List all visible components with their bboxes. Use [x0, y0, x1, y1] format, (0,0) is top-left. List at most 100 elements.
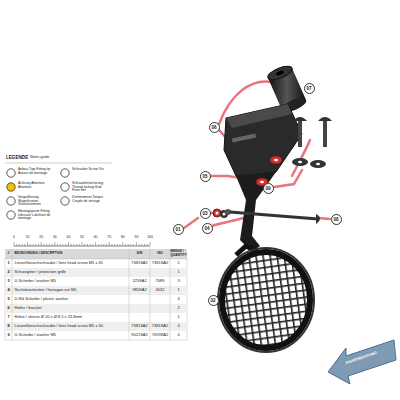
- ruler-tick: [35, 244, 36, 246]
- callout-text: 02: [210, 298, 215, 303]
- ruler-tick: [103, 244, 104, 246]
- table-cell: 2: [7, 270, 9, 274]
- table-cell: 7381SA2: [131, 324, 147, 328]
- callout-number: 02: [208, 295, 219, 306]
- protection-grille: [218, 246, 314, 352]
- table-cell: U-Rd-Scheibe / plastic washer: [15, 297, 69, 301]
- callout-number: 01: [173, 224, 184, 235]
- table-cell: 7: [7, 315, 9, 319]
- ruler-tick: [62, 244, 63, 246]
- callout-text: 04: [204, 226, 209, 231]
- table-cell: 1: [177, 270, 179, 274]
- ruler-tick: [27, 242, 28, 246]
- ruler-tick: [60, 244, 61, 246]
- ruler-tick: [24, 244, 25, 246]
- callout-text: 01: [175, 227, 180, 232]
- ruler-tick: [87, 244, 88, 246]
- table-cell: 2: [177, 306, 179, 310]
- legend-heading: LEGENDE: [6, 155, 28, 160]
- scale-number: 90: [135, 236, 139, 240]
- bracket: [224, 104, 302, 252]
- table-cell: DIN: [137, 252, 143, 256]
- ruler-tick: [41, 242, 42, 246]
- legend-entry: Montagepaste Fitting lubricant Lubrifian…: [18, 210, 56, 221]
- ruler-tick: [79, 244, 80, 246]
- ruler-tick: [57, 244, 58, 246]
- ruler-tick: [49, 244, 50, 246]
- callout-number: 04: [202, 223, 213, 234]
- ruler-tick: [136, 242, 137, 246]
- callout-text: 06: [211, 125, 216, 130]
- table-cell: 1: [177, 288, 179, 292]
- ruler-tick: [122, 242, 123, 246]
- ruler-tick: [33, 244, 34, 246]
- ruler-tick: [144, 244, 145, 246]
- legend-icon: [61, 183, 69, 191]
- table-cell: U-Scheibe / washer M5: [15, 279, 57, 283]
- table-cell: 4032: [156, 288, 165, 292]
- table-cell: 3: [7, 279, 9, 283]
- table-cell: MENGE / QUANTITY: [171, 250, 187, 257]
- callout-text: 08: [333, 217, 338, 222]
- table-cell: 7381SA2: [152, 324, 168, 328]
- ruler-tick: [101, 244, 102, 246]
- table-cell: 7093SA2: [152, 333, 168, 337]
- table-cell: 985SA2: [132, 288, 146, 292]
- legend-entry: Achtung Attention Attention: [18, 182, 56, 189]
- table-cell: #: [8, 252, 10, 256]
- scale-number: 70: [107, 236, 111, 240]
- ruler-tick: [114, 244, 115, 246]
- legend-entry: Drehmoment Torque Couple de serrage: [72, 196, 110, 203]
- table-cell: 4: [7, 288, 9, 292]
- table-cell: 1: [177, 315, 179, 319]
- legend-icon: [7, 169, 15, 177]
- table-cell: 6: [7, 306, 9, 310]
- table-cell: BEZEICHNUNG / DESCRIPTION: [15, 252, 63, 256]
- legend-entry: Schraubensicherung Thread locking fluid …: [72, 182, 110, 193]
- callout-text: 07: [306, 86, 311, 91]
- legend-frame: [5, 163, 112, 164]
- table-cell: 9: [7, 333, 9, 337]
- callout-text: 05: [202, 174, 207, 179]
- ruler-tick: [38, 244, 39, 246]
- ruler-tick: [84, 244, 85, 246]
- ruler-tick: [19, 244, 20, 246]
- ruler-tick: [111, 244, 112, 246]
- ruler-tick: [130, 244, 131, 246]
- scale-number: 30: [53, 236, 57, 240]
- ruler-tick: [117, 244, 118, 246]
- ruler-tick: [95, 242, 96, 246]
- table-cell: 4: [177, 333, 179, 337]
- scale-ruler: [14, 242, 150, 246]
- ruler-tick: [54, 242, 55, 246]
- legend-icon: [61, 197, 69, 205]
- ruler-tick: [16, 244, 17, 246]
- screws: [230, 117, 332, 224]
- ruler-tick: [52, 244, 53, 246]
- scale-number: 10: [26, 236, 30, 240]
- ruler-tick: [30, 244, 31, 246]
- scale-number: 100: [147, 236, 153, 240]
- table-cell: 9021SA2: [131, 333, 147, 337]
- ruler-tick: [43, 244, 44, 246]
- ruler-tick: [128, 244, 129, 246]
- table-cell: Halter / bracket: [15, 306, 42, 310]
- table-cell: 3: [177, 279, 179, 283]
- callout-number: 03: [200, 208, 211, 219]
- ruler-tick: [98, 244, 99, 246]
- ruler-tick: [46, 244, 47, 246]
- table-cell: Schutzgitter / protection grille: [15, 270, 67, 274]
- ruler-tick: [92, 244, 93, 246]
- callout-number: 08: [331, 214, 342, 225]
- table-cell: 8: [7, 324, 9, 328]
- ruler-tick: [82, 242, 83, 246]
- scale-number: 60: [94, 236, 98, 240]
- table-cell: Linsenflanschschraube / lens head screw …: [15, 324, 104, 328]
- scale-number: 0: [13, 236, 15, 240]
- table-cell: 1: [7, 261, 9, 265]
- direction-arrow: [328, 340, 396, 384]
- ruler-tick: [68, 242, 69, 246]
- table-cell: 2: [177, 261, 179, 265]
- legend-entry: Anbau-Tipp Fitting tip Astuce de montage: [18, 168, 56, 175]
